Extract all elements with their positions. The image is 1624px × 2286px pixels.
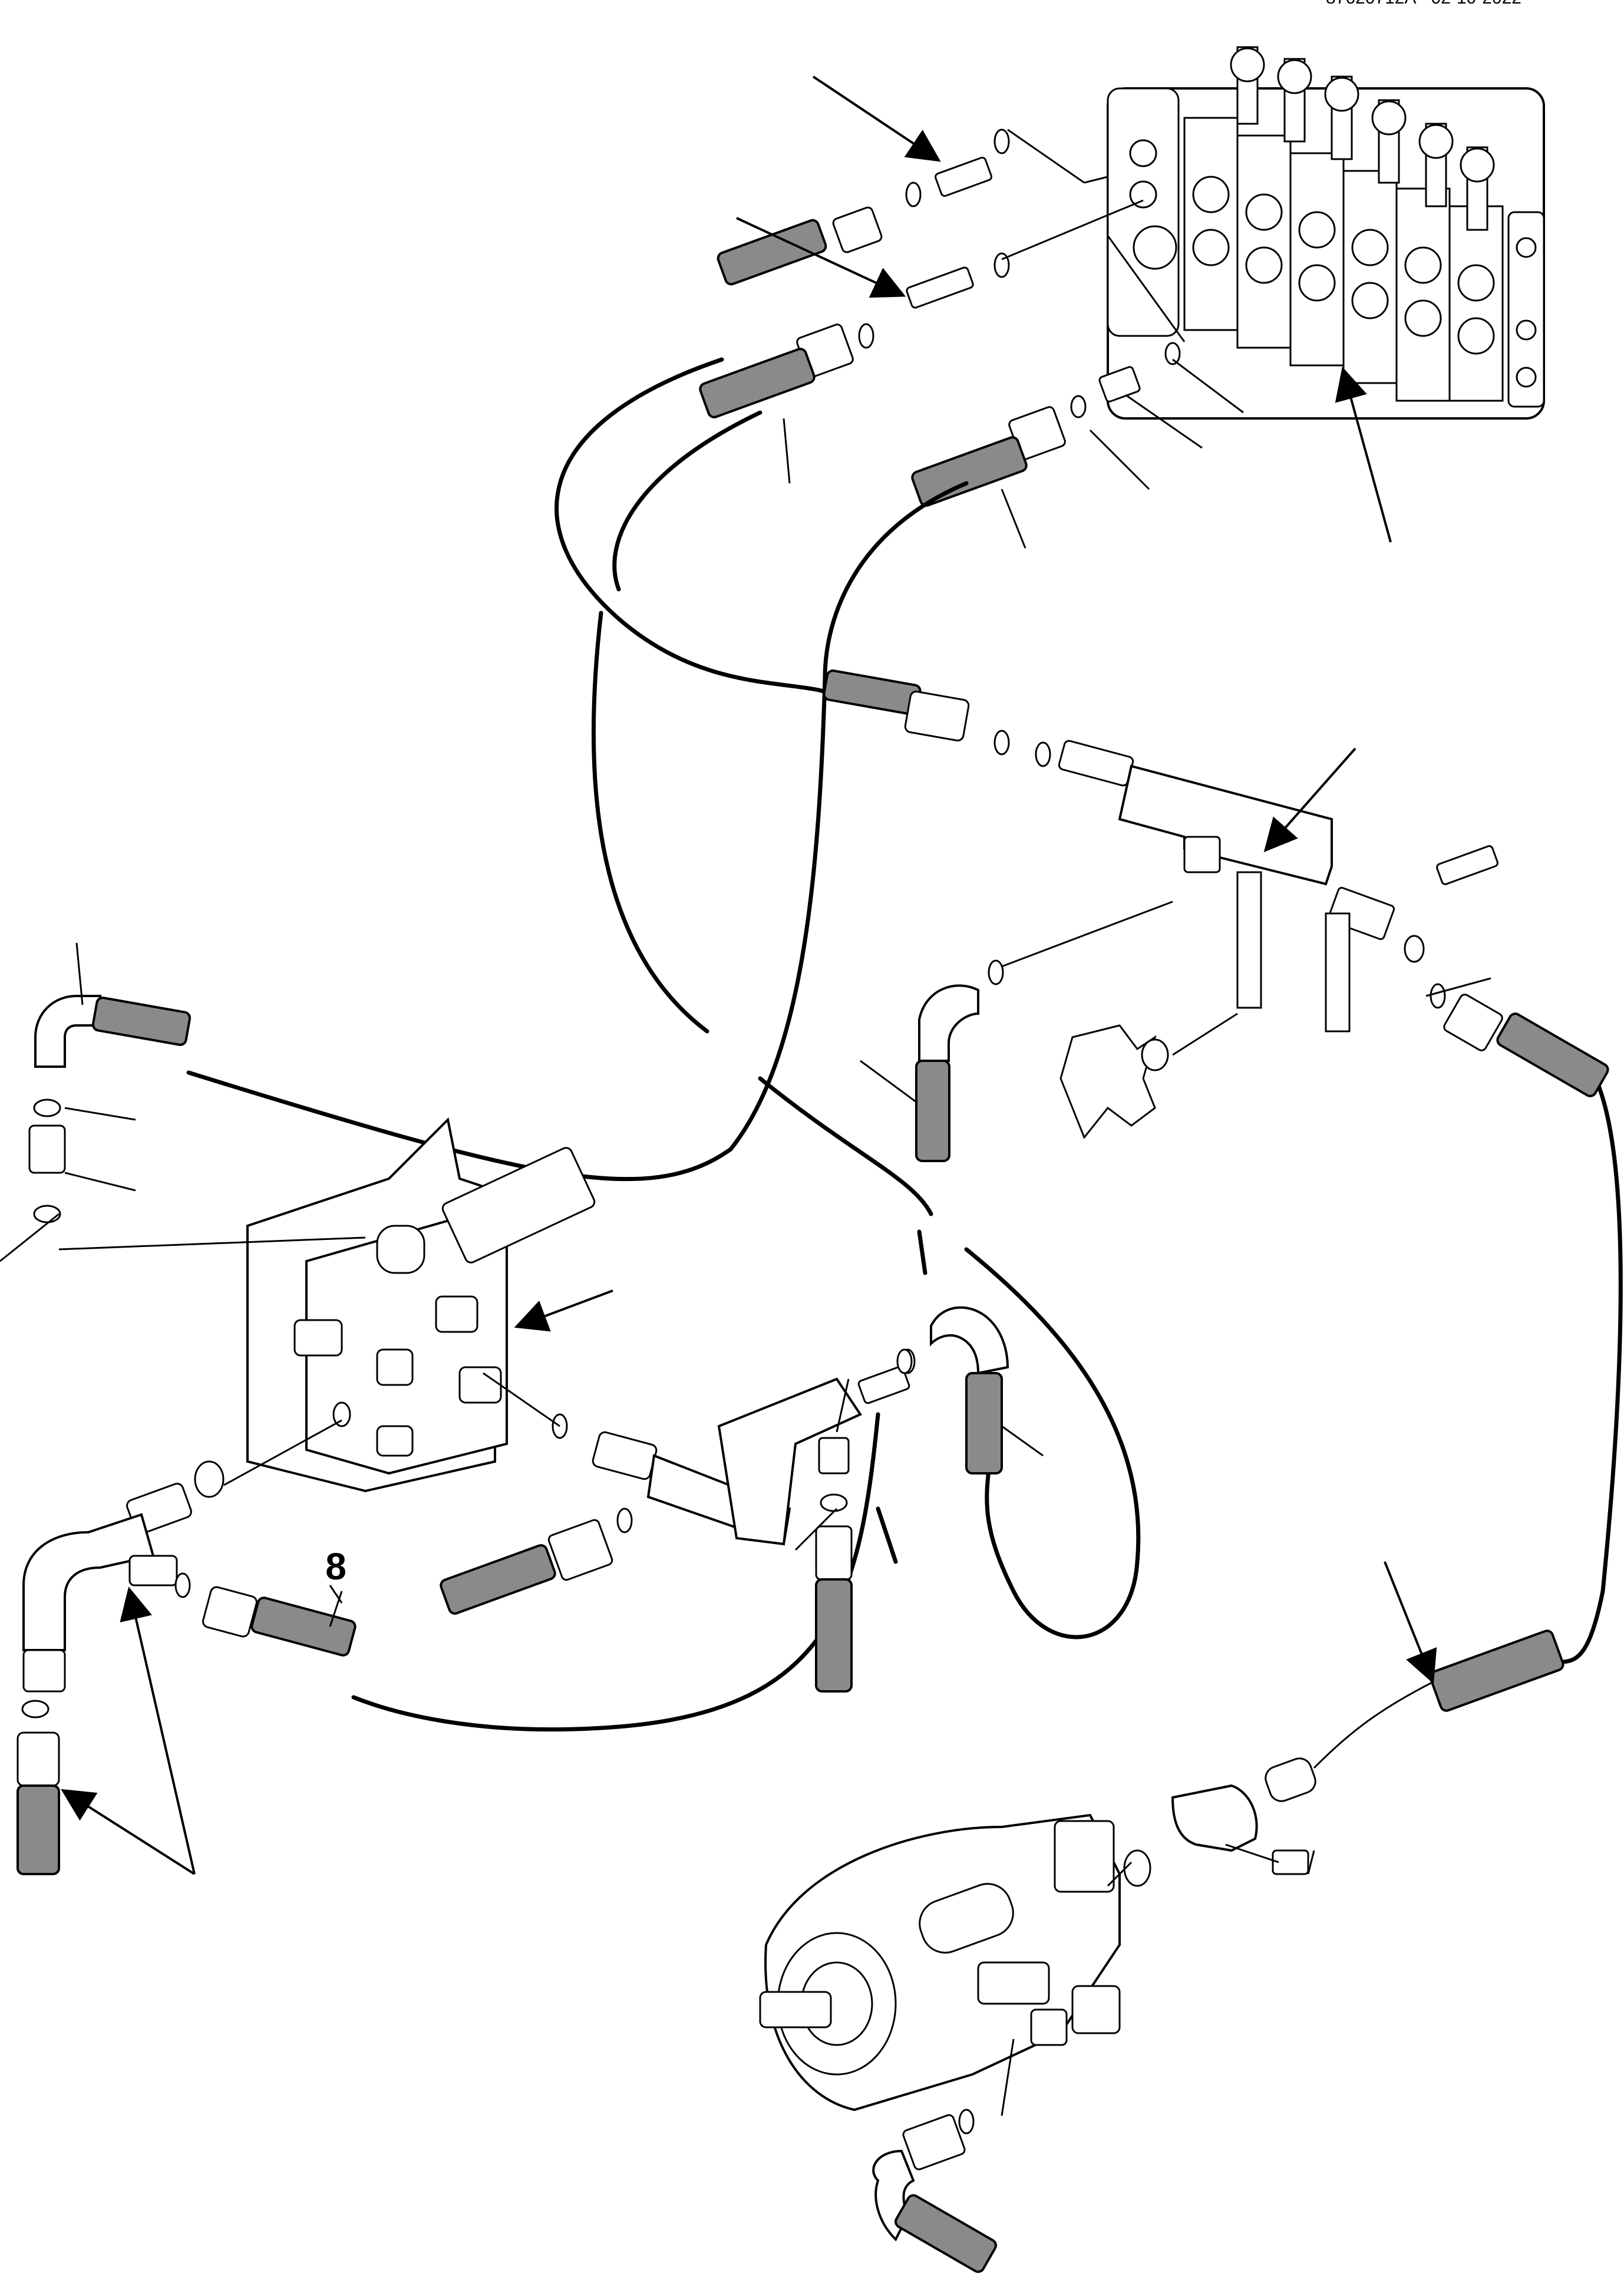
control-valve-assembly [1107, 46, 1545, 420]
valve-sections [1183, 117, 1504, 402]
hydraulic-pump [759, 1629, 1564, 2273]
leader-lines [0, 128, 1491, 2116]
manifold-valve-block [246, 1117, 596, 1493]
top-fittings [699, 128, 1181, 507]
right-center-elbow [896, 1306, 1009, 1474]
hose-lines [186, 357, 1623, 1732]
center-elbow-fitting [915, 959, 1004, 1162]
left-top-hose [28, 995, 192, 1223]
lower-left-fittings [16, 1460, 357, 1875]
valve-spools [1230, 46, 1495, 231]
center-tee-assembly [823, 669, 1609, 1139]
callout-8: 8 [325, 1545, 346, 1627]
callout-8-label: 8 [325, 1545, 346, 1588]
indicator-arrows [61, 75, 1437, 1875]
document-reference: 87620712A - 02-10-2022 [1326, 0, 1521, 8]
